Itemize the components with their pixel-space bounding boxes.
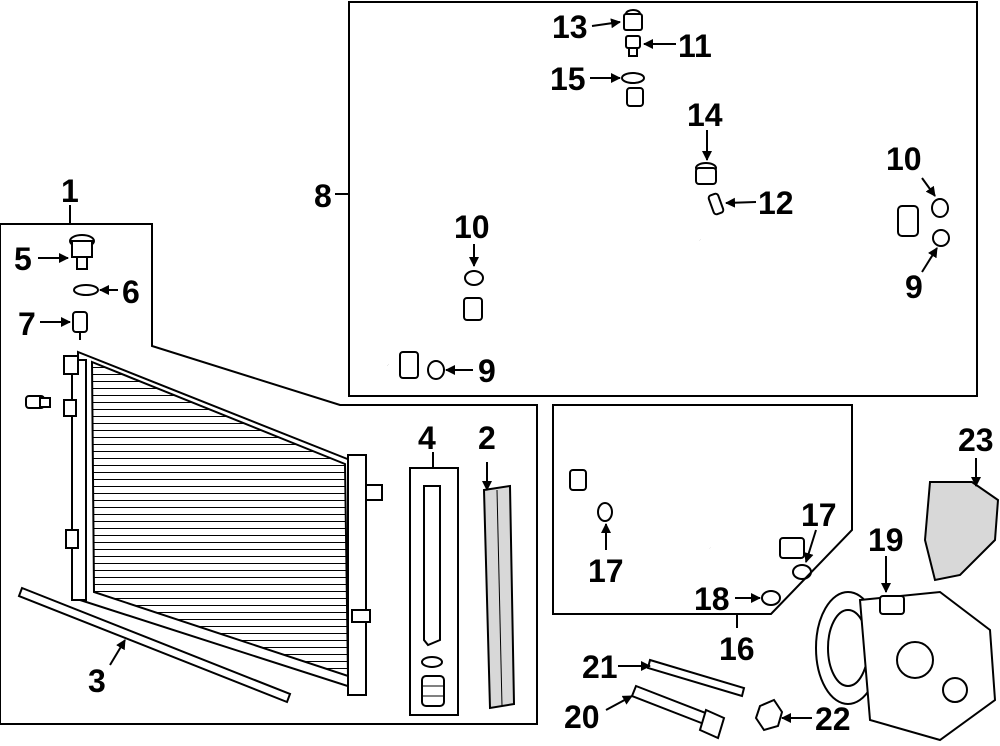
condenser-plug — [25, 395, 51, 409]
callout-10-left: 10 — [454, 209, 490, 245]
callout-17-right: 17 — [801, 497, 837, 533]
cap-part-5 — [69, 234, 95, 270]
suction-hose — [569, 424, 805, 564]
callout-13: 13 — [552, 9, 588, 45]
o-ring-part-10-right — [931, 198, 949, 218]
leader-lines — [38, 18, 981, 723]
bracket-part-23 — [923, 481, 1000, 582]
compressor — [815, 590, 997, 742]
o-ring-part-6 — [73, 284, 99, 296]
callout-4: 4 — [418, 420, 436, 456]
o-ring-part-17-left — [597, 502, 613, 522]
callout-1: 1 — [61, 173, 79, 209]
hose-assembly-frame — [348, 1, 978, 397]
o-ring-part-10-left — [464, 270, 484, 286]
callout-11: 11 — [678, 28, 712, 64]
callout-6: 6 — [122, 274, 140, 310]
o-ring-part-15 — [621, 72, 645, 84]
callout-8: 8 — [314, 178, 332, 214]
callout-labels: 1 5 6 7 3 4 2 8 13 11 15 14 12 10 10 9 9… — [14, 9, 994, 737]
discharge-hose — [366, 87, 919, 379]
callout-17-left: 17 — [588, 553, 624, 589]
o-ring-part-17-right — [792, 564, 812, 580]
gasket-part-9-left — [427, 360, 445, 380]
valve-part-11 — [625, 35, 641, 57]
condenser-group-frame — [0, 223, 538, 725]
nut-part-22 — [754, 698, 784, 732]
seal-strip — [17, 586, 292, 704]
o-ring-part-18 — [761, 590, 781, 606]
condenser — [63, 350, 383, 696]
valve-part-7 — [72, 311, 88, 340]
callout-22: 22 — [815, 701, 851, 737]
callout-5: 5 — [14, 241, 32, 277]
callout-9-right: 9 — [905, 269, 923, 305]
drier-part-4 — [421, 485, 445, 707]
callout-10-right: 10 — [886, 141, 922, 177]
callout-18: 18 — [694, 581, 730, 617]
valve-part-12 — [707, 192, 725, 216]
callout-21: 21 — [582, 649, 618, 685]
callout-23: 23 — [958, 422, 994, 458]
callout-7: 7 — [18, 306, 36, 342]
gasket-part-9-right — [932, 229, 950, 247]
cap-part-13 — [623, 9, 643, 31]
bracket-part-2 — [482, 484, 516, 710]
callout-3: 3 — [88, 663, 106, 699]
callout-15: 15 — [550, 61, 586, 97]
callout-2: 2 — [478, 420, 496, 456]
callout-14: 14 — [687, 97, 723, 133]
callout-12: 12 — [758, 185, 794, 221]
callout-16: 16 — [719, 631, 755, 667]
cap-part-14 — [695, 162, 717, 185]
bolt-part-20 — [630, 684, 726, 740]
callout-9-left: 9 — [478, 353, 496, 389]
callout-20: 20 — [564, 699, 600, 735]
callout-19: 19 — [868, 522, 904, 558]
